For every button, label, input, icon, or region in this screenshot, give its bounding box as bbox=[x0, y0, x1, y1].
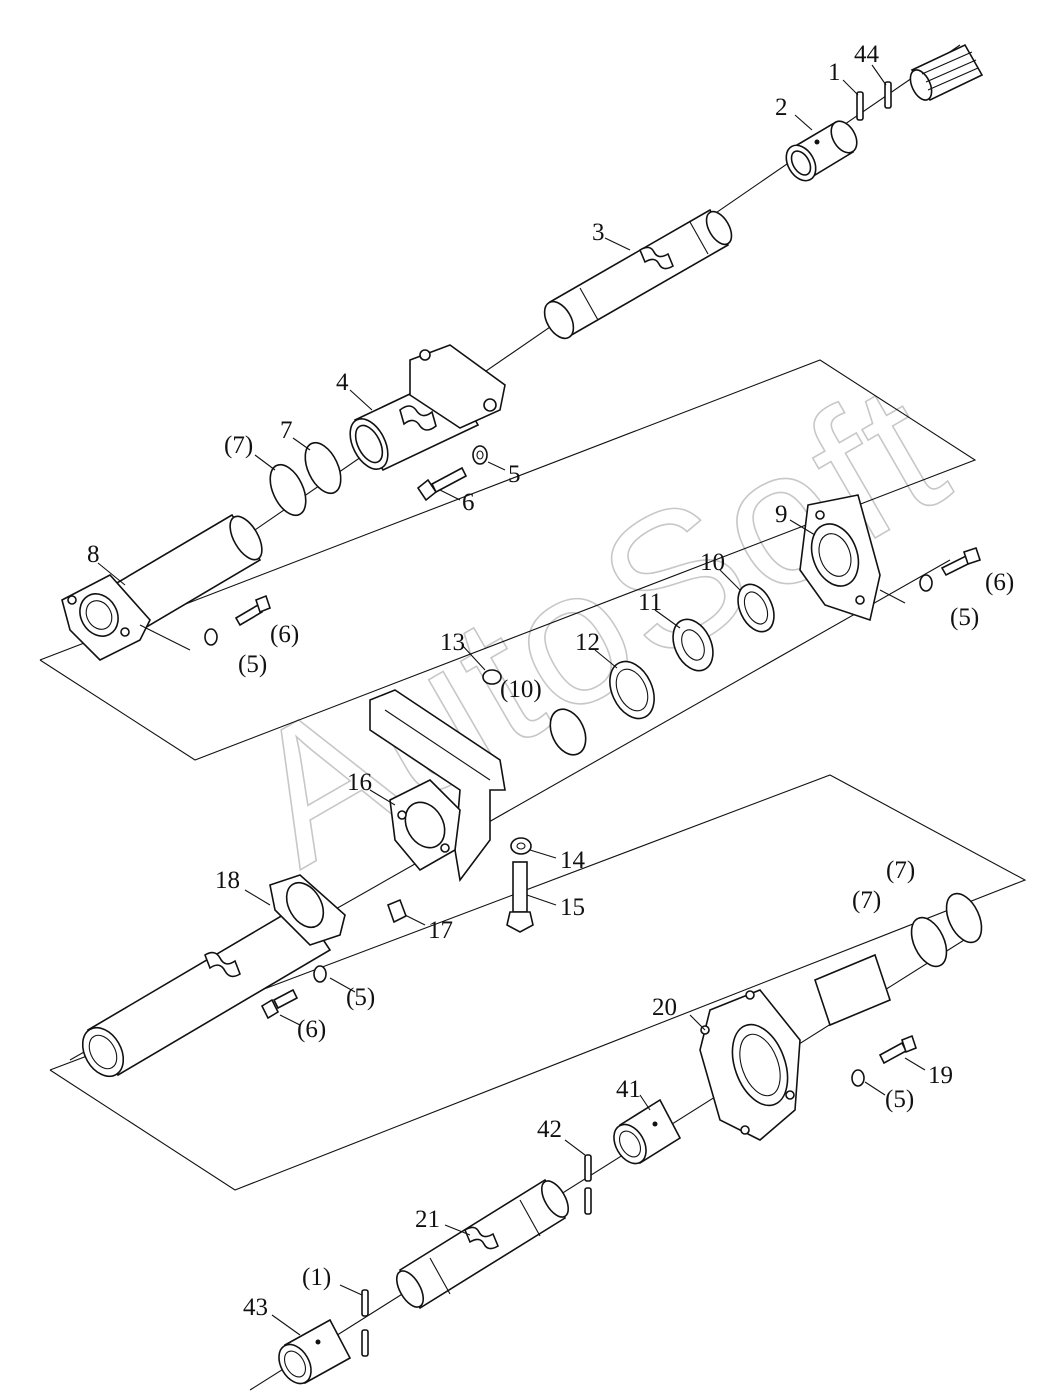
callout-9: 9 bbox=[775, 501, 788, 528]
watermark: AutoSoft bbox=[215, 341, 980, 905]
pin-42 bbox=[584, 1154, 592, 1215]
callout-7: 7 bbox=[280, 417, 293, 444]
splined-shaft-21 bbox=[395, 1178, 570, 1310]
seal-10-alt bbox=[549, 708, 587, 756]
callout-5-right: (5) bbox=[950, 604, 979, 631]
callout-8: 8 bbox=[87, 541, 100, 568]
callout-5-lower: (5) bbox=[885, 1086, 914, 1113]
bracket-16 bbox=[369, 689, 506, 882]
washer-5-right bbox=[919, 574, 933, 592]
callout-15: 15 bbox=[560, 894, 585, 921]
callout-19: 19 bbox=[928, 1062, 953, 1089]
callout-10-paren: (10) bbox=[500, 676, 542, 703]
washer-5-lower bbox=[851, 1069, 865, 1087]
callout-10: 10 bbox=[700, 549, 725, 576]
callout-18: 18 bbox=[215, 867, 240, 894]
callout-20: 20 bbox=[652, 994, 677, 1021]
callout-21: 21 bbox=[415, 1206, 440, 1233]
bolt-6-right bbox=[940, 546, 982, 577]
callout-labels: 1 44 2 3 4 (7) 7 5 6 8 (6) (5) 9 (6) (5)… bbox=[87, 41, 1014, 1321]
subassembly-frame-lower bbox=[49, 774, 1027, 1191]
bolt-15 bbox=[506, 861, 534, 933]
callout-12: 12 bbox=[575, 629, 600, 656]
callout-6-left: (6) bbox=[270, 621, 299, 648]
callout-3: 3 bbox=[592, 219, 605, 246]
bushing-43 bbox=[278, 1318, 352, 1385]
tube-flange-18 bbox=[81, 874, 346, 1078]
callout-11: 11 bbox=[638, 589, 662, 616]
grease-fitting-17 bbox=[386, 898, 408, 924]
callout-17: 17 bbox=[428, 917, 453, 944]
callout-2: 2 bbox=[775, 94, 788, 121]
bolt-6-upper bbox=[416, 466, 468, 502]
callout-14: 14 bbox=[560, 847, 586, 874]
housing-4 bbox=[349, 344, 506, 472]
drive-shaft-3 bbox=[543, 208, 733, 340]
bearing-11 bbox=[672, 618, 714, 672]
flange-cover-20 bbox=[699, 953, 891, 1141]
washer-14 bbox=[510, 837, 532, 855]
washer-5-upper bbox=[472, 445, 488, 465]
callout-6: 6 bbox=[462, 489, 475, 516]
washer-5-left bbox=[204, 628, 218, 646]
pin-1-lower bbox=[361, 1289, 369, 1357]
callout-5-mid: (5) bbox=[346, 984, 375, 1011]
callout-44: 44 bbox=[854, 41, 880, 68]
o-ring-7-lower-a bbox=[945, 892, 983, 944]
oil-seal-10 bbox=[737, 583, 775, 633]
leader-lines bbox=[97, 64, 926, 1336]
pin-1 bbox=[856, 91, 864, 121]
callout-7-lower-b: (7) bbox=[852, 887, 881, 914]
o-ring-7-alt bbox=[269, 463, 307, 517]
callout-7-paren: (7) bbox=[224, 432, 253, 459]
callout-7-lower-a: (7) bbox=[886, 857, 915, 884]
callout-1-paren: (1) bbox=[302, 1264, 331, 1291]
bolt-6-left bbox=[234, 594, 271, 627]
o-ring-7-lower-b bbox=[910, 916, 948, 968]
washer-5-mid bbox=[313, 965, 327, 983]
bolt-6-mid bbox=[260, 988, 299, 1020]
callout-4: 4 bbox=[336, 369, 349, 396]
washer-13 bbox=[482, 669, 502, 685]
pin-44 bbox=[884, 81, 892, 109]
flange-housing-9 bbox=[799, 494, 881, 622]
splined-shaft-top bbox=[909, 43, 984, 102]
callout-1: 1 bbox=[828, 59, 841, 86]
callout-5-left: (5) bbox=[238, 651, 267, 678]
callout-6-right: (6) bbox=[985, 569, 1014, 596]
tube-flange-8 bbox=[61, 513, 263, 661]
snap-ring-12 bbox=[609, 660, 655, 720]
callout-6-mid: (6) bbox=[297, 1016, 326, 1043]
bushing-41 bbox=[613, 1098, 682, 1165]
callout-41: 41 bbox=[616, 1076, 641, 1103]
callout-13: 13 bbox=[440, 629, 465, 656]
callout-42: 42 bbox=[537, 1116, 562, 1143]
callout-43: 43 bbox=[243, 1294, 268, 1321]
bolt-19 bbox=[878, 1034, 917, 1065]
o-ring-7 bbox=[304, 441, 342, 495]
subassembly-frame-upper bbox=[39, 359, 977, 761]
bushing-2 bbox=[785, 120, 858, 182]
callout-16: 16 bbox=[347, 769, 372, 796]
callout-5: 5 bbox=[508, 461, 521, 488]
